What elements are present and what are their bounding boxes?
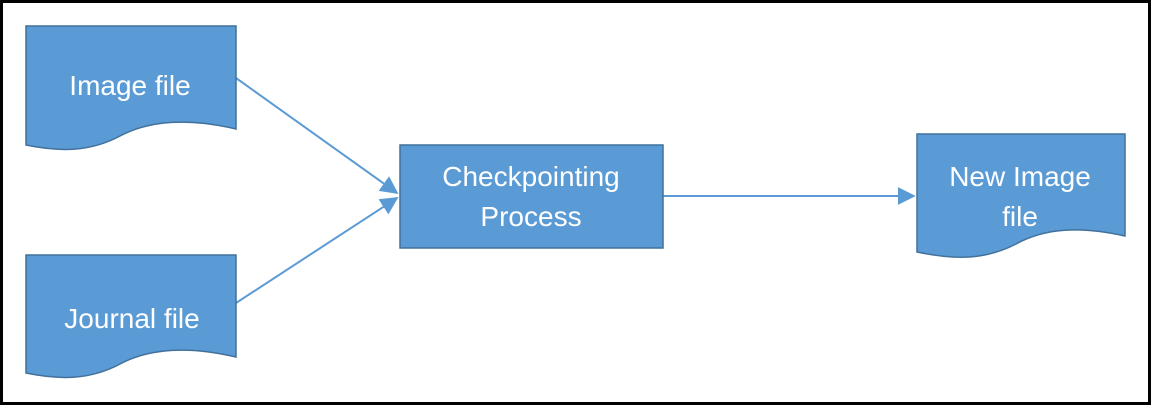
node-checkpointing-label-line-2: Process [480,201,581,232]
node-checkpointing-label-line-1: Checkpointing [442,161,619,192]
node-new-image-file-label-line-1: New Image [949,161,1091,192]
node-new-image-file-label-line-2: file [1002,201,1038,232]
node-image-file: Image file [25,25,237,151]
node-image-file-label: Image file [69,70,190,101]
node-new-image-file: New Image file [916,133,1126,258]
node-journal-file-label: Journal file [64,303,199,334]
node-journal-file: Journal file [25,254,237,379]
edge-journal-file-to-checkpointing [235,197,399,304]
node-checkpointing-process: Checkpointing Process [399,144,664,249]
edge-image-file-to-checkpointing [235,77,399,195]
